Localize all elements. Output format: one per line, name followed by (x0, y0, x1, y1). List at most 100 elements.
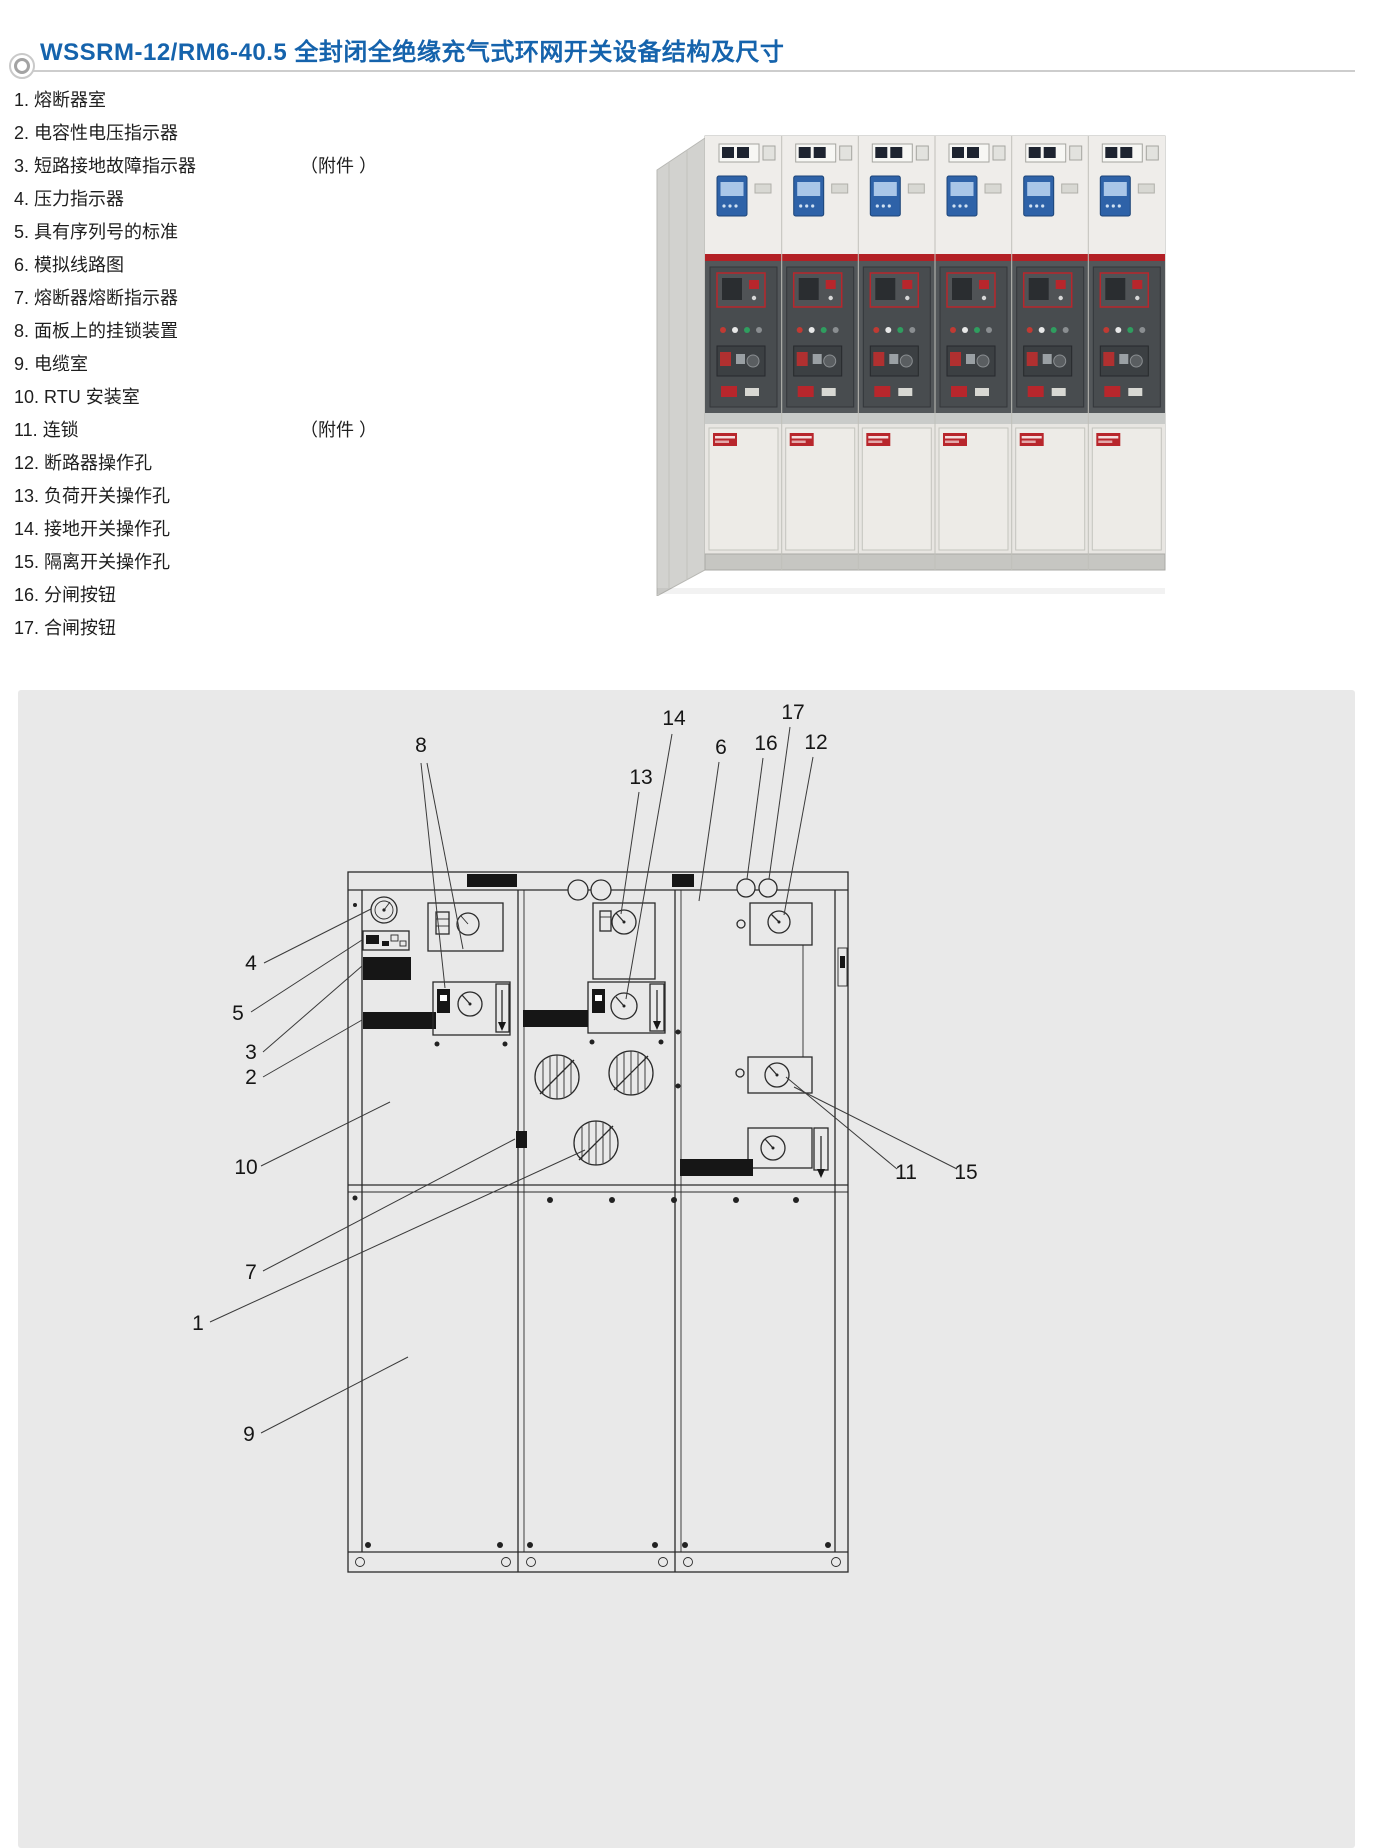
parts-list-item: 10.RTU 安装室 (14, 381, 654, 414)
parts-list-item: 8.面板上的挂锁装置 (14, 315, 654, 348)
callout-17: 17 (781, 701, 804, 724)
part-label: 接地开关操作孔 (44, 519, 171, 539)
callout-3: 3 (245, 1041, 257, 1064)
page-title: WSSRM-12/RM6-40.5 全封闭全绝缘充气式环网开关设备结构及尺寸 (40, 39, 785, 66)
part-number: 12. (14, 453, 40, 473)
part-number: 2. (14, 123, 30, 143)
parts-list-item: 13.负荷开关操作孔 (14, 480, 654, 513)
part-number: 4. (14, 189, 30, 209)
open-button (736, 878, 756, 898)
parts-list-item: 16.分闸按钮 (14, 579, 654, 612)
part-number: 17. (14, 618, 40, 638)
bay2-top-panel (592, 902, 656, 980)
callout-16: 16 (754, 732, 777, 755)
part-label: 熔断器室 (34, 90, 107, 110)
diagram-panel: 1 2 3 4 5 6 7 8 9 10 11 12 13 14 15 16 1… (18, 690, 1355, 1848)
part-label: 连锁 (42, 420, 79, 440)
header-divider (12, 70, 1355, 72)
parts-list-item: 2.电容性电压指示器 (14, 117, 654, 150)
part-number: 6. (14, 255, 30, 275)
callout-labels: 1 2 3 4 5 6 7 8 9 10 11 12 13 14 15 16 1… (192, 701, 978, 1446)
callout-15: 15 (954, 1161, 977, 1184)
parts-list-item: 4.压力指示器 (14, 183, 654, 216)
part-label: 合闸按钮 (44, 618, 117, 638)
callout-11: 11 (895, 1161, 917, 1184)
bay2-label-window (523, 1010, 588, 1027)
structure-diagram: 1 2 3 4 5 6 7 8 9 10 11 12 13 14 15 16 1… (192, 701, 978, 1573)
part-number: 5. (14, 222, 30, 242)
cabinet-frame (347, 871, 849, 1573)
part-number: 8. (14, 321, 30, 341)
part-number: 14. (14, 519, 40, 539)
part-label: 电缆室 (34, 354, 89, 374)
fuse-bushings (534, 1050, 654, 1166)
part-number: 16. (14, 585, 40, 605)
callout-13: 13 (629, 766, 652, 789)
parts-list-item: 3.短路接地故障指示器 （附件 ） (14, 150, 654, 183)
part-number: 3. (14, 156, 30, 176)
part-label: 断路器操作孔 (44, 453, 153, 473)
parts-list-item: 1.熔断器室 (14, 84, 654, 117)
part-number: 13. (14, 486, 40, 506)
product-photo (656, 135, 1166, 596)
part-number: 15. (14, 552, 40, 572)
bay3-top-panel (736, 902, 813, 946)
part-number: 10. (14, 387, 40, 407)
fuse-blown-indicator (516, 1131, 527, 1148)
bay3-lower-mechanism (747, 1127, 829, 1178)
part-number: 9. (14, 354, 30, 374)
close-button (758, 878, 778, 898)
cabinet-dividers (781, 136, 1089, 570)
part-label: 分闸按钮 (44, 585, 117, 605)
part-label: 短路接地故障指示器 (34, 156, 197, 176)
callout-7: 7 (245, 1261, 257, 1284)
cabinet-shadow (657, 588, 1165, 594)
parts-list-item: 9.电缆室 (14, 348, 654, 381)
part-number: 1. (14, 90, 30, 110)
callout-10: 10 (234, 1156, 257, 1179)
parts-list-item: 5.具有序列号的标准 (14, 216, 654, 249)
callout-5: 5 (232, 1002, 244, 1025)
part-label: 压力指示器 (34, 189, 125, 209)
parts-list-item: 6.模拟线路图 (14, 249, 654, 282)
callout-8: 8 (415, 734, 427, 757)
part-label: 具有序列号的标准 (34, 222, 179, 242)
callout-12: 12 (804, 731, 827, 754)
callout-1: 1 (192, 1312, 204, 1335)
part-label: 模拟线路图 (34, 255, 125, 275)
part-label: 隔离开关操作孔 (44, 552, 171, 572)
ring-decoration-icon (9, 53, 35, 79)
bay1-switch-mechanism (432, 981, 511, 1036)
callout-2: 2 (245, 1066, 257, 1089)
bay1-top-panel (427, 902, 504, 952)
bay3-label-window (680, 1159, 753, 1176)
bay2-switch-mechanism (587, 981, 666, 1034)
serial-nameplate (362, 930, 410, 951)
callout-9: 9 (243, 1423, 255, 1446)
part-label: 面板上的挂锁装置 (34, 321, 179, 341)
voltage-indicator-window (363, 1012, 436, 1029)
parts-list-item: 12.断路器操作孔 (14, 447, 654, 480)
parts-list-item: 15.隔离开关操作孔 (14, 546, 654, 579)
fault-indicator-window (363, 957, 411, 980)
parts-list-item: 7.熔断器熔断指示器 (14, 282, 654, 315)
bay2-button-left (567, 879, 589, 901)
callout-6: 6 (715, 736, 727, 759)
callout-14: 14 (662, 707, 686, 730)
part-number: 11. (14, 420, 38, 440)
callout-4: 4 (245, 952, 257, 975)
parts-list-item: 11.连锁 （附件 ） (14, 414, 654, 447)
part-note: （附件 ） (300, 156, 378, 176)
part-label: RTU 安装室 (44, 387, 140, 407)
part-note: （附件 ） (300, 420, 378, 440)
pressure-gauge (370, 896, 398, 924)
leader-lines (209, 726, 958, 1434)
cabinet-side-face (656, 137, 706, 596)
parts-list-item: 17.合闸按钮 (14, 612, 654, 645)
parts-list-item: 14.接地开关操作孔 (14, 513, 654, 546)
bay2-button-right (590, 879, 612, 901)
part-label: 熔断器熔断指示器 (34, 288, 179, 308)
part-label: 电容性电压指示器 (34, 123, 179, 143)
